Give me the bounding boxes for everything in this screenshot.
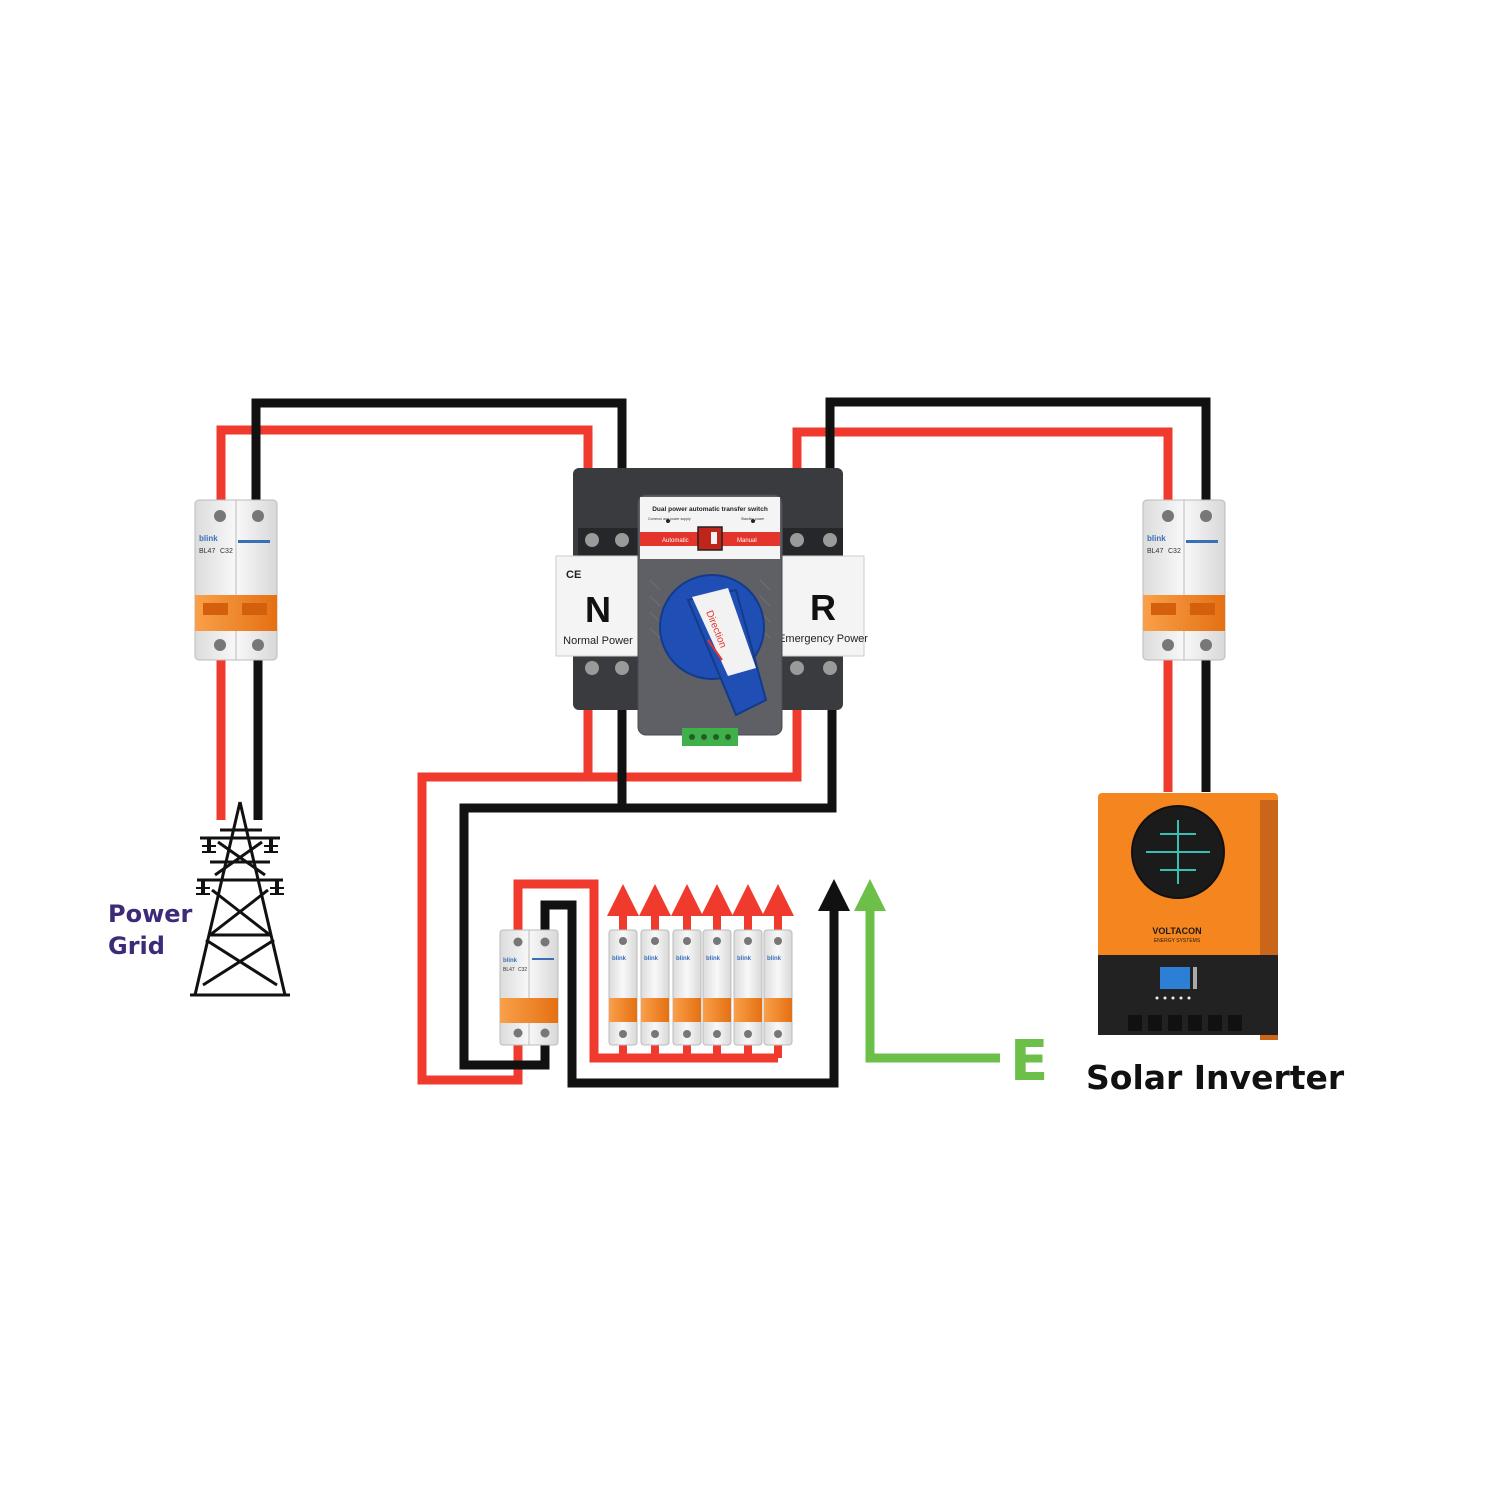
direction-knob[interactable]: Direction bbox=[659, 574, 768, 717]
solar-inverter: VOLTACON ENERGY SYSTEMS bbox=[1098, 793, 1278, 1040]
mode-toggle[interactable] bbox=[697, 526, 723, 551]
inverter-logo-icon bbox=[1146, 820, 1210, 884]
breaker-brand: blink bbox=[706, 956, 721, 962]
branch-breaker-3: blink bbox=[672, 929, 702, 1046]
breaker-brand: blink bbox=[676, 956, 691, 962]
solar-inverter-label: Solar Inverter bbox=[1086, 1058, 1345, 1097]
transfer-switch: CE N Normal Power R Emergency Power Dual… bbox=[555, 468, 868, 746]
grid-breaker: blink BL47 C32 bbox=[194, 499, 278, 661]
breaker-rating: C32 bbox=[220, 548, 233, 555]
neutral-busbar bbox=[540, 900, 839, 1088]
main-distribution-breaker: blink BL47 C32 bbox=[499, 929, 559, 1046]
branch-breaker-6: blink bbox=[763, 929, 793, 1046]
breaker-brand: blink bbox=[503, 958, 518, 964]
mode-manual-label: Manual bbox=[737, 538, 757, 544]
grid-neutral-wire bbox=[251, 398, 627, 528]
normal-power-caption: Normal Power bbox=[563, 635, 633, 647]
breaker-model: BL47 bbox=[1147, 548, 1163, 555]
branch-breaker-2: blink bbox=[640, 929, 670, 1046]
breaker-brand: blink bbox=[1147, 534, 1166, 543]
breaker-rating: C32 bbox=[518, 967, 527, 973]
inverter-brand: VOLTACON bbox=[1152, 926, 1201, 936]
breaker-brand: blink bbox=[737, 956, 752, 962]
power-tower-icon bbox=[190, 801, 290, 997]
ce-mark: CE bbox=[566, 569, 581, 581]
status-left-label: Common and power supply bbox=[648, 517, 691, 521]
breaker-brand: blink bbox=[644, 956, 659, 962]
inverter-connectors bbox=[1128, 1015, 1242, 1031]
inverter-breaker: blink BL47 C32 bbox=[1142, 499, 1226, 661]
neutral-to-main-breaker bbox=[459, 803, 622, 1070]
switch-header: Dual power automatic transfer switch bbox=[652, 506, 768, 513]
earth-wire bbox=[865, 900, 1000, 1063]
branch-breaker-1: blink bbox=[608, 929, 638, 1046]
breaker-model: BL47 bbox=[199, 548, 215, 555]
earth-label: E bbox=[1010, 1029, 1048, 1094]
breaker-brand: blink bbox=[199, 534, 218, 543]
breaker-brand: blink bbox=[767, 956, 782, 962]
branch-breaker-4: blink bbox=[702, 929, 732, 1046]
branch-breaker-5: blink bbox=[733, 929, 763, 1046]
ats-neutral-output bbox=[617, 678, 837, 813]
mode-auto-label: Automatic bbox=[662, 538, 689, 544]
breaker-brand: blink bbox=[612, 956, 627, 962]
emergency-power-letter: R bbox=[810, 587, 836, 628]
power-grid-label-line1: Power bbox=[108, 900, 193, 928]
normal-power-letter: N bbox=[585, 589, 611, 630]
breaker-rating: C32 bbox=[1168, 548, 1181, 555]
status-right-label: Standby power bbox=[741, 517, 765, 521]
inverter-tagline: ENERGY SYSTEMS bbox=[1154, 938, 1201, 944]
inverter-live-wire bbox=[792, 427, 1173, 528]
ats-live-output bbox=[583, 678, 802, 782]
inverter-neutral-wire bbox=[825, 397, 1211, 528]
power-grid-label-line2: Grid bbox=[108, 932, 165, 960]
breaker-model: BL47 bbox=[503, 967, 515, 973]
emergency-power-caption: Emergency Power bbox=[778, 633, 868, 645]
inverter-display bbox=[1160, 967, 1190, 989]
branch-breakers: blink blink blink blink blink bbox=[608, 929, 793, 1046]
